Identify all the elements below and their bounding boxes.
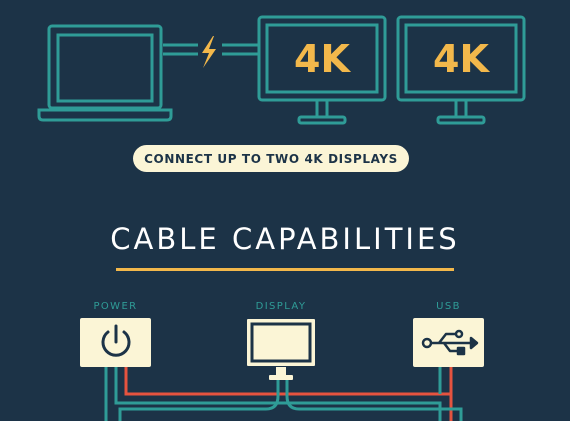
monitor-1-4k-label: 4K [294,37,351,81]
monitor-outline-icon [257,15,387,125]
usb-label: USB [436,301,461,312]
connection-cable [163,43,258,56]
section-title: CABLE CAPABILITIES [110,222,460,256]
monitor-outline-icon [396,15,526,125]
display-capability-box [245,317,317,380]
usb-capability-box [413,318,484,367]
title-underline [116,268,454,271]
usb-icon [421,329,479,356]
laptop-outline-icon [37,24,173,122]
monitor-2-4k-label: 4K [433,37,490,81]
display-label: DISPLAY [255,301,307,312]
power-icon [101,324,131,357]
power-capability-box [80,318,151,367]
power-label: POWER [93,301,138,312]
display-icon [250,322,312,363]
cable-wires [104,367,463,421]
connect-displays-pill: CONNECT UP TO TWO 4K DISPLAYS [133,145,409,172]
lightning-bolt-icon [202,36,216,68]
